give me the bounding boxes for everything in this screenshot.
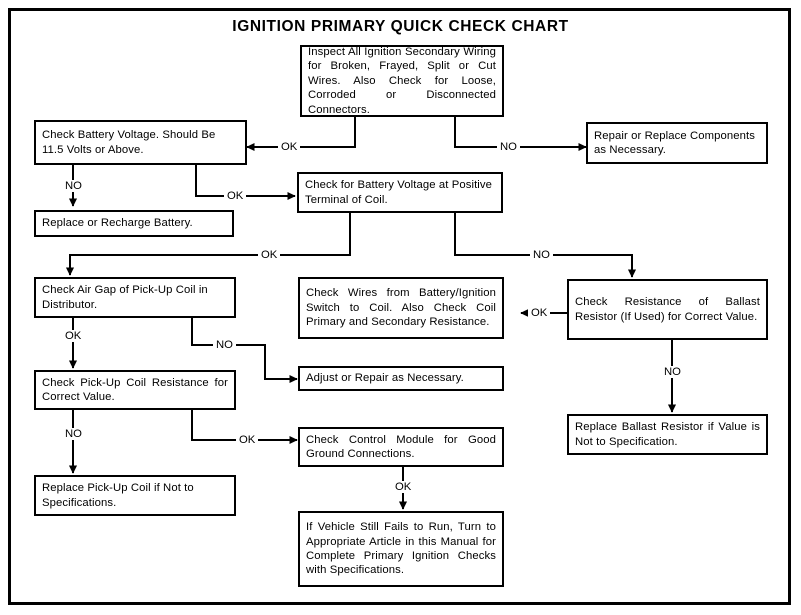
node-replace-recharge-battery: Replace or Recharge Battery. — [34, 210, 234, 237]
node-check-pickup-resistance: Check Pick-Up Coil Resistance for Correc… — [34, 370, 236, 410]
chart-border — [8, 8, 791, 605]
node-check-voltage-coil: Check for Battery Voltage at Positive Te… — [297, 172, 503, 213]
node-vehicle-still-fails: If Vehicle Still Fails to Run, Turn to A… — [298, 511, 504, 587]
edge-label-ballast-to-checkwires: OK — [528, 307, 551, 319]
node-repair-replace-components: Repair or Replace Components as Necessar… — [586, 122, 768, 164]
node-check-ballast-resistor: Check Resistance of Ballast Resistor (If… — [567, 279, 768, 340]
edge-label-pickup-res-to-replace: NO — [62, 428, 85, 440]
edge-label-airgap-to-adjust: NO — [213, 339, 236, 351]
node-replace-pickup-coil: Replace Pick-Up Coil if Not to Specifica… — [34, 475, 236, 516]
edge-label-coil-to-airgap: OK — [258, 249, 281, 261]
node-check-wires-battery: Check Wires from Battery/Ignition Switch… — [298, 277, 504, 339]
edge-label-ballast-to-replace: NO — [661, 366, 684, 378]
edge-label-coil-to-ballast: NO — [530, 249, 553, 261]
edge-label-battery-to-replace: NO — [62, 180, 85, 192]
node-check-air-gap: Check Air Gap of Pick-Up Coil in Distrib… — [34, 277, 236, 318]
edge-label-airgap-to-pickup-res: OK — [62, 330, 85, 342]
node-replace-ballast-resistor: Replace Ballast Resistor if Value is Not… — [567, 414, 768, 455]
page-title: IGNITION PRIMARY QUICK CHECK CHART — [232, 18, 569, 35]
edge-label-battery-to-coil: OK — [224, 190, 247, 202]
edge-label-inspect-to-battery: OK — [278, 141, 301, 153]
edge-label-pickup-res-to-module: OK — [236, 434, 259, 446]
node-adjust-repair: Adjust or Repair as Necessary. — [298, 366, 504, 391]
node-check-control-module: Check Control Module for Good Ground Con… — [298, 427, 504, 467]
node-inspect-secondary: Inspect All Ignition Secondary Wiring fo… — [300, 45, 504, 117]
edge-label-module-to-fails: OK — [392, 481, 415, 493]
node-check-battery-voltage: Check Battery Voltage. Should Be 11.5 Vo… — [34, 120, 247, 165]
edge-label-inspect-to-repair: NO — [497, 141, 520, 153]
